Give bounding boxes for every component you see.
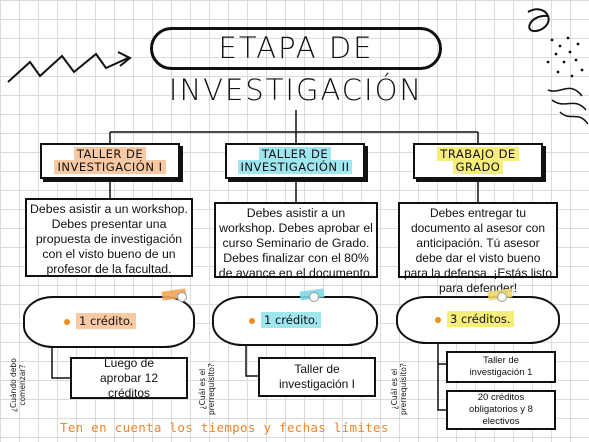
heading-line-1: TALLER DE: [73, 147, 147, 161]
arrow-head-decoration: [117, 51, 132, 67]
side-question-2: ¿Cuál es el prerrequisito?: [198, 363, 216, 415]
pin-decoration: [309, 292, 319, 302]
bullet-dot: [249, 317, 255, 324]
side-question-line-2: prerrequisito?: [399, 363, 408, 415]
swirl-decoration: [527, 8, 550, 33]
credit-text: 1 crédito.: [261, 312, 322, 328]
bullet-dot: [435, 316, 441, 323]
requirement-box-3b: 20 créditos obligatorios y 8 electivos: [446, 390, 556, 430]
scribble-decoration: [547, 87, 589, 125]
side-question-line-2: comenzar?: [18, 364, 27, 406]
page-title-line-1: ETAPA DE: [218, 31, 374, 65]
heading-line-1: TALLER DE: [258, 147, 332, 161]
credit-label-2: 1 crédito.: [249, 312, 322, 328]
side-question-line-1: ¿Cuándo debo: [9, 358, 18, 412]
column-heading-trabajo-grado: TRABAJO DE GRADO: [413, 143, 543, 179]
requirement-box-2: Taller de investigación I: [258, 357, 376, 397]
side-question-line-2: prerrequisito?: [207, 363, 216, 415]
pin-decoration: [177, 292, 187, 302]
credit-label-1: 1 crédito.: [64, 313, 137, 329]
column-description-3: Debes entregar tu documento al asesor co…: [398, 202, 558, 295]
credit-label-3: 3 créditos.: [435, 311, 514, 327]
page-title-line-2: INVESTIGACIÓN: [168, 73, 424, 107]
side-question-line-1: ¿Cuál es el: [390, 368, 399, 410]
side-question-line-1: ¿Cuál es el: [198, 368, 207, 410]
requirement-box-3a: Taller de investigación 1: [446, 351, 556, 383]
pin-decoration: [497, 292, 507, 302]
requirement-box-1: Luego de aprobar 12 créditos: [70, 356, 188, 400]
bullet-dot: [64, 318, 70, 325]
column-heading-taller-1: TALLER DE INVESTIGACIÓN I: [40, 143, 180, 179]
heading-line-2: INVESTIGACIÓN I: [54, 160, 166, 174]
title-frame: [150, 27, 442, 70]
dots-decoration: [546, 36, 584, 78]
credit-text: 1 crédito.: [76, 313, 137, 329]
credit-text: 3 créditos.: [447, 311, 514, 327]
heading-line-2: GRADO: [452, 160, 504, 174]
column-description-2: Debes asistir a un workshop. Debes aprob…: [214, 202, 378, 280]
heading-line-2: INVESTIGACIÓN II: [237, 160, 353, 174]
footer-note: Ten en cuenta los tiempos y fechas límit…: [60, 420, 389, 435]
side-question-1: ¿Cuándo debo comenzar?: [9, 358, 27, 412]
column-description-1: Debes asistir a un workshop. Debes prese…: [25, 198, 193, 277]
heading-line-1: TRABAJO DE: [437, 147, 519, 161]
column-heading-taller-2: TALLER DE INVESTIGACIÓN II: [225, 143, 365, 179]
side-question-3: ¿Cuál es el prerrequisito?: [390, 363, 408, 415]
zigzag-decoration: [7, 52, 129, 83]
